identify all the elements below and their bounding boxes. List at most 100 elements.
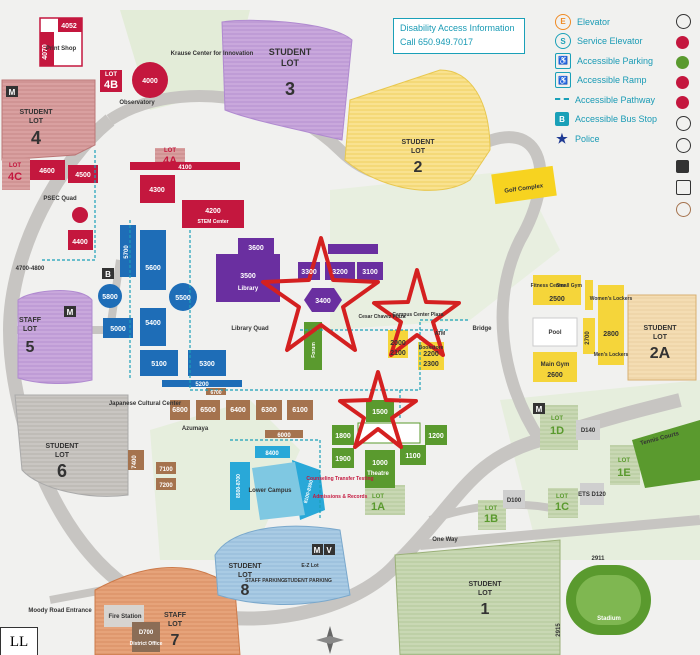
building-4200-stem[interactable] — [182, 200, 244, 228]
marker-m-lot4: M — [9, 88, 16, 97]
building-5800[interactable] — [98, 284, 122, 308]
lot1c-num: 1C — [555, 501, 569, 513]
label-golf: Golf Complex — [504, 183, 544, 194]
student-lot-4 — [1, 79, 96, 161]
right-col-icon-2 — [676, 36, 689, 49]
marker-m-lot5: M — [67, 308, 74, 317]
legend-police: ★ Police — [555, 129, 700, 149]
building-8500-8700[interactable] — [230, 462, 250, 510]
building-6100[interactable] — [287, 400, 313, 420]
label-lower-campus: Lower Campus — [248, 488, 292, 494]
building-6500[interactable] — [196, 400, 220, 420]
pool[interactable] — [532, 317, 578, 347]
building-1200[interactable] — [425, 425, 447, 445]
label-5100: 5100 — [151, 361, 167, 368]
building-1900[interactable] — [332, 448, 354, 468]
building-3500-library[interactable] — [216, 254, 280, 302]
building-1500[interactable] — [366, 400, 394, 422]
building-5200[interactable] — [162, 380, 242, 387]
building-6800[interactable] — [170, 400, 190, 420]
right-col-icon-5 — [676, 96, 689, 109]
lot2a-num: 2A — [650, 345, 671, 362]
m-marker-lot4 — [6, 86, 18, 97]
tennis-courts — [632, 420, 700, 488]
building-1800[interactable] — [332, 425, 354, 445]
label-japanese: Japanese Cultural Center — [109, 401, 182, 407]
building-1000-theatre[interactable] — [365, 450, 395, 488]
label-2700: 2700 — [585, 331, 591, 345]
building-5000[interactable] — [103, 318, 133, 338]
label-2800: 2800 — [603, 331, 619, 338]
building-6300[interactable] — [256, 400, 282, 420]
elevator-icon: E — [555, 13, 571, 30]
building-5600[interactable] — [140, 230, 166, 290]
building-3600[interactable] — [238, 238, 274, 256]
building-4100[interactable] — [130, 162, 240, 170]
label-d700: D700 — [139, 630, 154, 636]
building-1100[interactable] — [400, 445, 426, 465]
compass-rose-icon — [316, 626, 344, 654]
building-2500-fitness[interactable] — [533, 275, 581, 305]
label-3200: 3200 — [332, 269, 348, 276]
label-6700: 6700 — [210, 390, 221, 396]
building-5300[interactable] — [188, 350, 226, 376]
lot3-line1: STUDENT — [269, 47, 312, 57]
building-7100[interactable] — [156, 462, 176, 474]
building-d100[interactable] — [503, 490, 525, 508]
building-7400[interactable] — [128, 450, 144, 470]
building-8400[interactable] — [255, 446, 290, 458]
building-2800[interactable] — [598, 285, 624, 365]
building-6400[interactable] — [226, 400, 250, 420]
building-6000[interactable] — [265, 430, 303, 438]
corner-label: LL — [0, 627, 38, 655]
label-5300: 5300 — [199, 361, 215, 368]
lot2a-line2: LOT — [653, 334, 668, 341]
accessible-bus-stop-icon: B — [555, 112, 569, 127]
label-4600: 4600 — [39, 168, 55, 175]
building-4500[interactable] — [68, 165, 98, 183]
building-7200[interactable] — [156, 478, 176, 490]
building-4600[interactable] — [30, 160, 65, 180]
lot2-line2: LOT — [411, 148, 426, 155]
lot1b-num: 1B — [484, 513, 498, 525]
building-3100[interactable] — [357, 262, 383, 280]
label-5400: 5400 — [145, 320, 161, 327]
lot8-line2: LOT — [238, 572, 253, 579]
label-1100: 1100 — [405, 453, 420, 460]
building-d700[interactable] — [132, 622, 160, 652]
label-6800: 6800 — [172, 407, 188, 414]
building-4000-observatory[interactable] — [132, 62, 168, 98]
lot3-num: 3 — [285, 79, 295, 99]
legend-service-elevator-label: Service Elevator — [577, 36, 643, 47]
label-1500: 1500 — [372, 409, 388, 416]
building-d140[interactable] — [576, 420, 600, 440]
marker-b: B — [105, 270, 111, 279]
building-ets[interactable] — [580, 483, 604, 505]
building-2700[interactable] — [583, 318, 595, 354]
accessible-ramp-icon: ♿ — [555, 72, 571, 89]
label-6400: 6400 — [230, 407, 246, 414]
building-2600-main-gym[interactable] — [533, 352, 577, 382]
lot5-line2: LOT — [23, 326, 38, 333]
lot1a-line1: LOT — [372, 494, 384, 500]
building-6700[interactable] — [206, 388, 226, 395]
right-col-icon-3 — [676, 56, 689, 69]
building-4300[interactable] — [140, 175, 175, 203]
staff-lot-5 — [17, 290, 93, 385]
lot1-line2: LOT — [478, 590, 493, 597]
lot4b-line1: LOT — [105, 72, 117, 78]
building-5700[interactable] — [120, 225, 136, 277]
accessible-parking-icon: ♿ — [555, 52, 571, 69]
building-5400[interactable] — [140, 308, 166, 346]
highlight-star-1500 — [338, 370, 418, 449]
building-5100[interactable] — [140, 350, 178, 376]
lot1a-num: 1A — [371, 501, 385, 513]
label-7400: 7400 — [132, 455, 138, 469]
building-4400[interactable] — [68, 230, 93, 250]
label-4700-4800: 4700-4800 — [16, 266, 45, 272]
label-1800: 1800 — [335, 433, 351, 440]
building-2700-strip[interactable] — [585, 280, 593, 310]
label-atm: ATM — [435, 331, 445, 337]
building-3400[interactable] — [304, 288, 342, 312]
